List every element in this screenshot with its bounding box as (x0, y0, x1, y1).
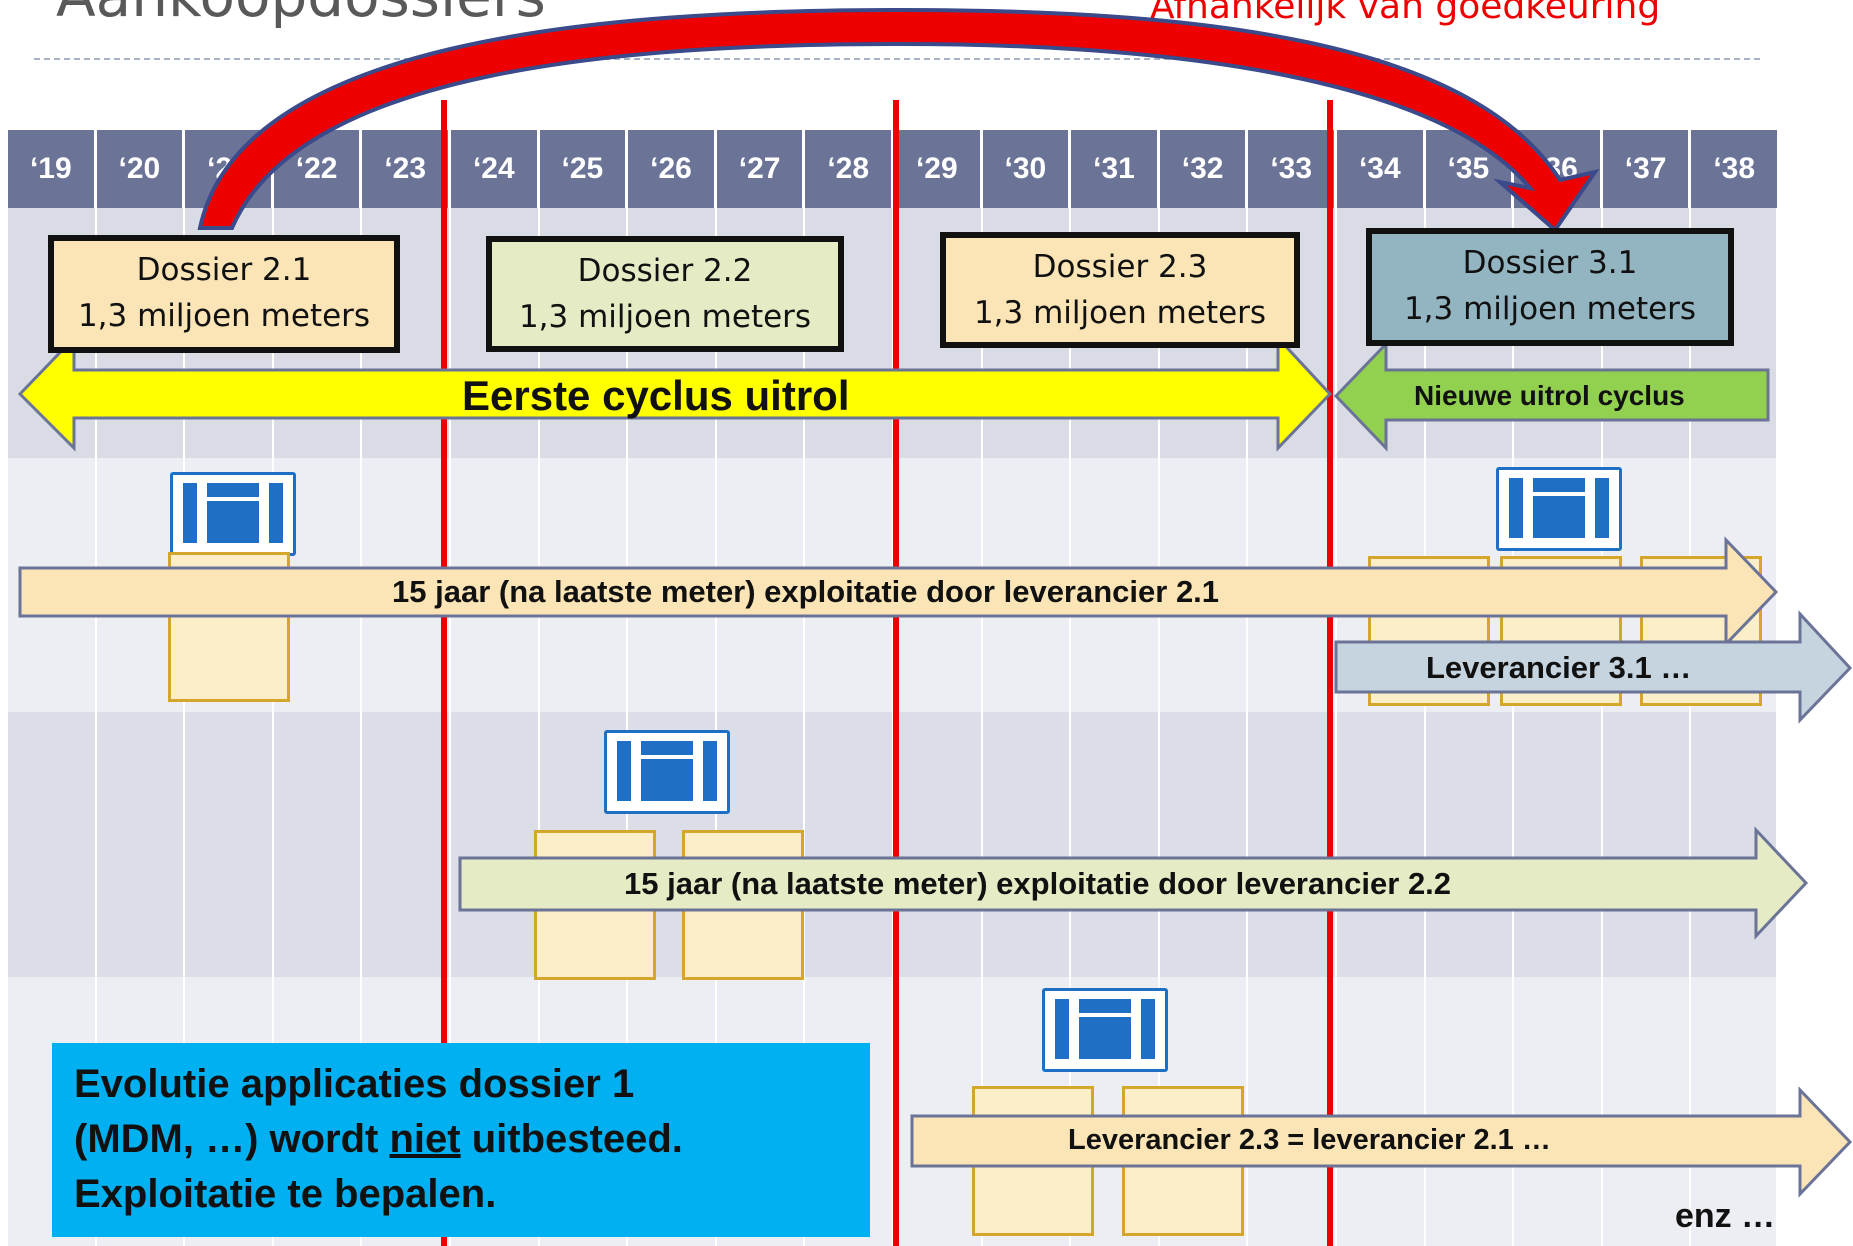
year-cell: ‘26 (628, 130, 714, 208)
first-cycle-label: Eerste cyclus uitrol (462, 372, 850, 419)
dossier-meters: 1,3 miljoen meters (1403, 291, 1697, 327)
dossier-name: Dossier 3.1 (1462, 245, 1638, 281)
year-gridline (183, 208, 186, 1246)
application-stack-icon (604, 730, 730, 814)
dossier-meters: 1,3 miljoen meters (973, 295, 1267, 331)
exploitation-arrow-3-1 (1334, 610, 1853, 724)
year-cell: ‘29 (894, 130, 980, 208)
year-gridline (626, 208, 629, 1246)
year-cell: ‘32 (1159, 130, 1246, 208)
year-gridline (1600, 208, 1603, 1246)
year-gridline (360, 208, 363, 1246)
dossier-meters: 1,3 miljoen meters (77, 298, 371, 334)
new-cycle-label: Nieuwe uitrol cyclus (1414, 380, 1685, 411)
dossier-meters: 1,3 miljoen meters (518, 299, 812, 335)
year-cell: ‘25 (539, 130, 626, 208)
evolution-line-2: (MDM, …) wordt niet uitbesteed. (74, 1117, 683, 1161)
year-cell: ‘34 (1337, 130, 1423, 208)
dossier-2-3-box: Dossier 2.3 1,3 miljoen meters (940, 232, 1300, 348)
cycle-separator-1 (441, 100, 447, 1246)
first-cycle-arrow (17, 334, 1333, 452)
year-gridline (449, 208, 451, 1246)
approval-note: Afhankelijk van goedkeuring (1150, 0, 1661, 27)
exploitation-arrow-2-3 (910, 1086, 1853, 1198)
year-cell: ‘33 (1248, 130, 1334, 208)
exploitation-label-2-3: Leverancier 2.3 = leverancier 2.1 … (1068, 1124, 1551, 1156)
dossier-name: Dossier 2.3 (1032, 249, 1208, 285)
year-gridline (94, 208, 97, 1246)
year-cell: ‘19 (8, 130, 94, 208)
application-stack-icon (1496, 467, 1622, 551)
emphasis-niet: niet (389, 1117, 461, 1161)
year-gridline (803, 208, 806, 1246)
dossier-2-2-box: Dossier 2.2 1,3 miljoen meters (486, 236, 844, 352)
exploitation-arrow-2-1 (18, 536, 1779, 648)
year-cell: ‘38 (1691, 130, 1777, 208)
year-gridline (1157, 208, 1160, 1246)
cycle-separator-2 (893, 100, 899, 1246)
exploitation-label-3-1: Leverancier 3.1 … (1426, 650, 1692, 685)
exploitation-label-2-1: 15 jaar (na laatste meter) exploitatie d… (392, 574, 1220, 609)
dossier-3-1-box: Dossier 3.1 1,3 miljoen meters (1366, 228, 1734, 346)
year-cell: ‘35 (1425, 130, 1512, 208)
evolution-line-3: Exploitatie te bepalen. (74, 1172, 497, 1216)
exploitation-arrow-2-2 (458, 826, 1809, 940)
year-gridline (714, 208, 717, 1246)
new-cycle-arrow (1333, 340, 1770, 452)
year-cell: ‘23 (362, 130, 448, 208)
cycle-separator-3 (1327, 100, 1333, 1246)
dossier-2-1-box: Dossier 2.1 1,3 miljoen meters (48, 235, 400, 353)
year-cell: ‘30 (982, 130, 1069, 208)
year-cell: ‘28 (805, 130, 891, 208)
year-gridline (1689, 208, 1692, 1246)
evolution-note: Evolutie applicaties dossier 1 (MDM, …) … (52, 1043, 870, 1237)
year-cell: ‘37 (1602, 130, 1689, 208)
year-cell: ‘31 (1071, 130, 1157, 208)
application-stack-icon (1042, 988, 1168, 1072)
etcetera-label: enz … (1675, 1197, 1776, 1235)
transition-curved-arrow (197, 7, 1600, 233)
year-gridline (1335, 208, 1337, 1246)
year-gridline (271, 208, 274, 1246)
dossier-name: Dossier 2.1 (136, 252, 312, 288)
dossier-name: Dossier 2.2 (577, 253, 753, 289)
year-gridline (1423, 208, 1426, 1246)
page-title: Aankoopdossiers (56, 0, 546, 30)
exploitation-label-2-2: 15 jaar (na laatste meter) exploitatie d… (624, 866, 1452, 901)
year-cell: ‘24 (451, 130, 537, 208)
title-divider (34, 58, 1760, 60)
evolution-line-1: Evolutie applicaties dossier 1 (74, 1062, 635, 1106)
year-cell: ‘27 (716, 130, 803, 208)
year-gridline (1512, 208, 1515, 1246)
year-gridline (1069, 208, 1072, 1246)
year-cell: ‘20 (96, 130, 183, 208)
year-gridline (980, 208, 983, 1246)
year-gridline (537, 208, 540, 1246)
year-gridline (1246, 208, 1249, 1246)
